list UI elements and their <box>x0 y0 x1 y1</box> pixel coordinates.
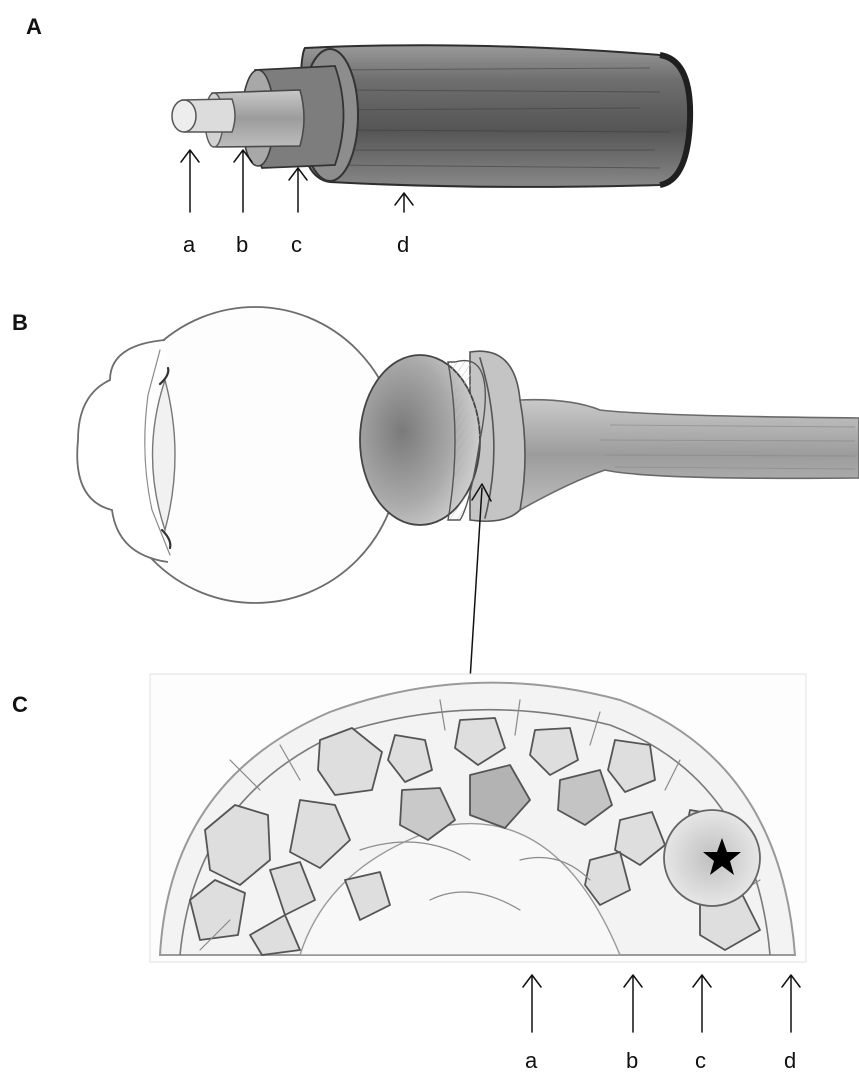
nerve-sheath-drawing <box>172 45 690 187</box>
panel-a-label: A <box>26 14 42 39</box>
marker-letter: d <box>397 232 409 257</box>
marker-letter: c <box>695 1048 706 1073</box>
panel-b: B <box>12 307 859 680</box>
panel-c-label: C <box>12 692 28 717</box>
up-arrow-icon <box>624 975 642 1032</box>
marker-d: d <box>395 193 413 257</box>
lamina-closeup-drawing <box>150 674 806 962</box>
marker-a: a <box>523 975 541 1073</box>
marker-c: c <box>693 975 711 1073</box>
panel-b-label: B <box>12 310 28 335</box>
optic-nerve <box>520 400 859 510</box>
marker-letter: a <box>183 232 196 257</box>
panel-c-markers: a b c d <box>523 975 800 1073</box>
up-arrow-icon <box>693 975 711 1032</box>
marker-letter: c <box>291 232 302 257</box>
up-arrow-icon <box>234 150 252 212</box>
layer-a-tip <box>172 100 196 132</box>
up-arrow-icon <box>782 975 800 1032</box>
marker-b: b <box>624 975 642 1073</box>
marker-b: b <box>234 150 252 257</box>
marker-letter: b <box>626 1048 638 1073</box>
marker-letter: a <box>525 1048 538 1073</box>
marker-a: a <box>181 150 199 257</box>
up-arrow-icon <box>289 168 307 212</box>
up-arrow-icon <box>181 150 199 212</box>
up-arrow-icon <box>523 975 541 1032</box>
marker-c: c <box>289 168 307 257</box>
eye-and-optic-nerve-drawing <box>77 307 859 603</box>
panel-c: C <box>12 674 806 1073</box>
marker-d: d <box>782 975 800 1073</box>
panel-a: A <box>26 14 690 257</box>
marker-letter: d <box>784 1048 796 1073</box>
marker-letter: b <box>236 232 248 257</box>
up-arrow-icon <box>395 193 413 212</box>
